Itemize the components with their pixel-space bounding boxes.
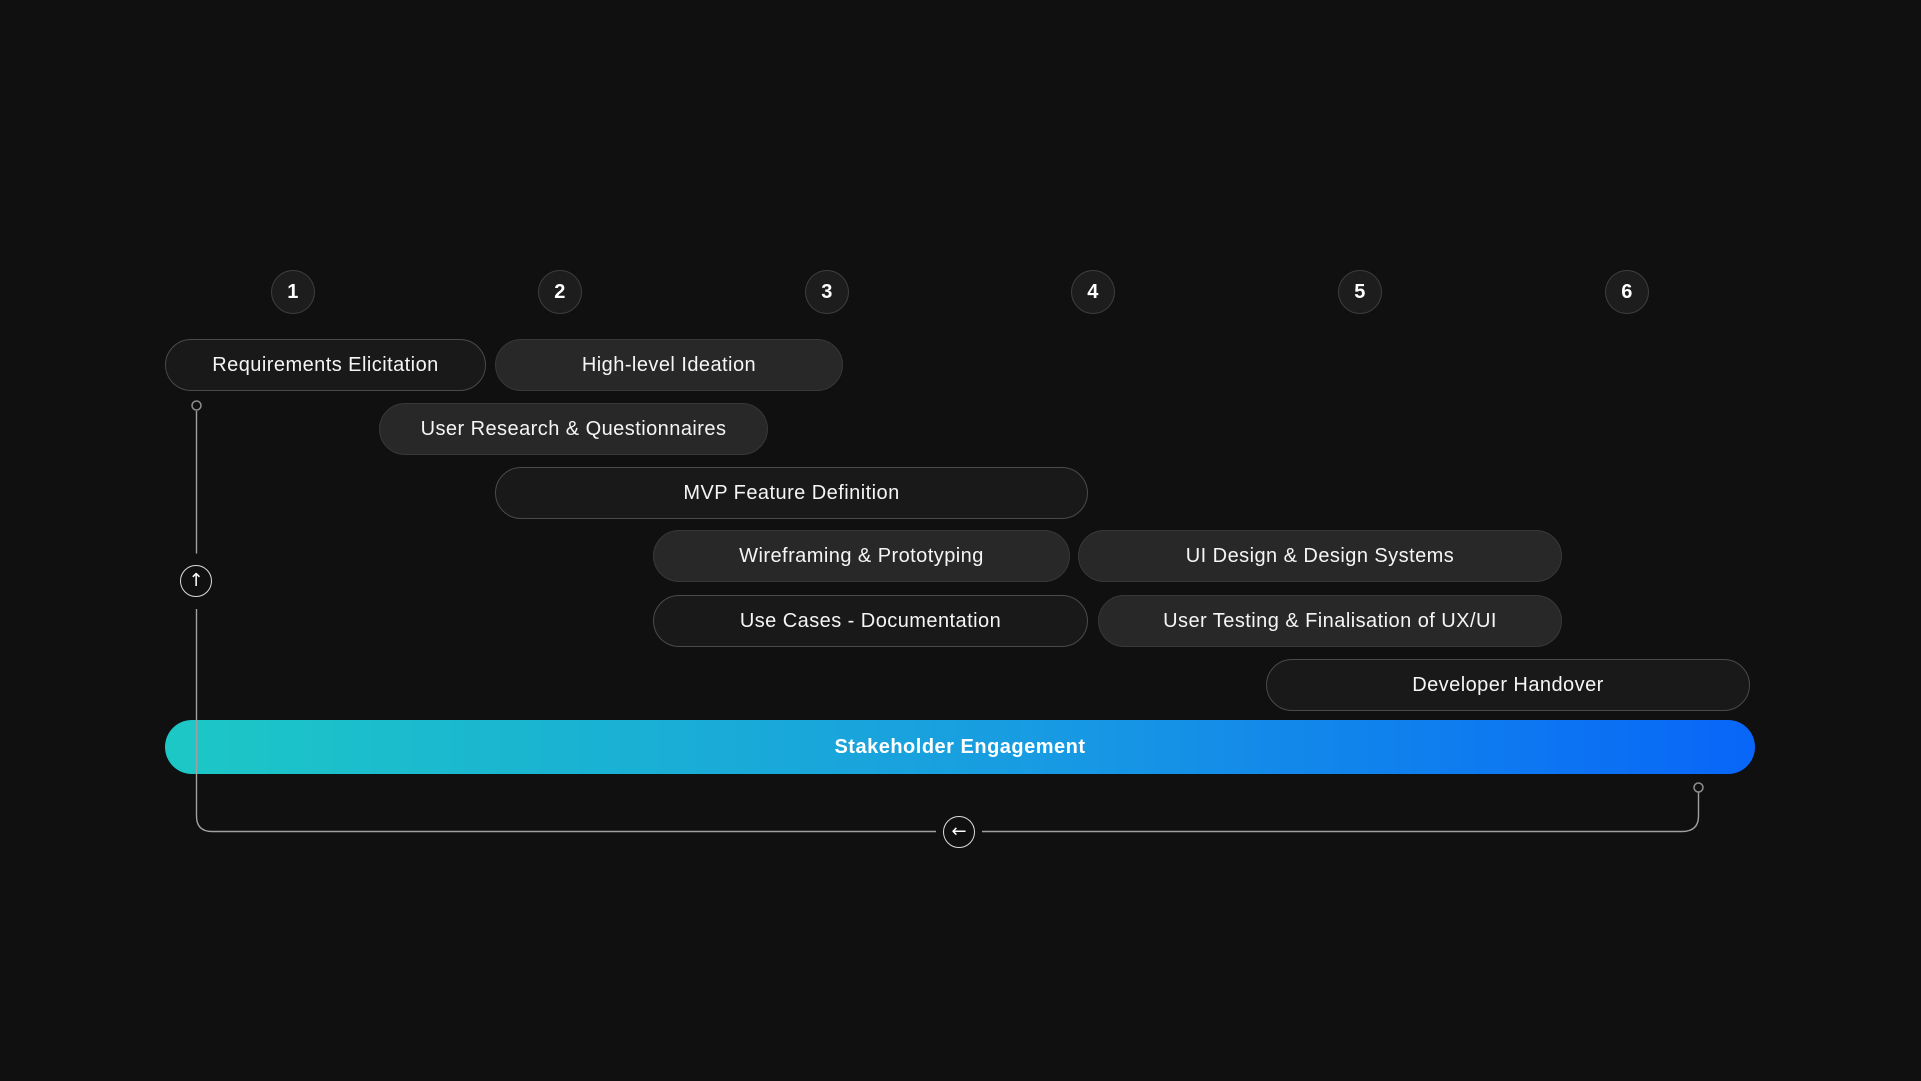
- phase-circle-6: 6: [1605, 270, 1649, 314]
- task-pill-developer-handover: Developer Handover: [1266, 659, 1750, 711]
- phase-circle-5: 5: [1338, 270, 1382, 314]
- task-pill-user-testing-finalisation: User Testing & Finalisation of UX/UI: [1098, 595, 1562, 647]
- connector-end-dot: [1693, 782, 1704, 793]
- task-pill-use-cases-documentation: Use Cases - Documentation: [653, 595, 1088, 647]
- stakeholder-engagement-bar: Stakeholder Engagement: [165, 720, 1755, 774]
- left-arrow-marker: ←: [943, 816, 975, 848]
- up-arrow-icon: ↑: [188, 570, 204, 591]
- phase-circle-3: 3: [805, 270, 849, 314]
- connector-start-dot: [191, 400, 202, 411]
- task-pill-wireframing-prototyping: Wireframing & Prototyping: [653, 530, 1070, 582]
- phase-circle-2: 2: [538, 270, 582, 314]
- connector-segment-bottom-right: [982, 792, 1700, 833]
- task-pill-user-research-questionnaires: User Research & Questionnaires: [379, 403, 768, 455]
- phase-circle-4: 4: [1071, 270, 1115, 314]
- up-arrow-marker: ↑: [180, 565, 212, 597]
- task-pill-mvp-feature-definition: MVP Feature Definition: [495, 467, 1088, 519]
- task-pill-high-level-ideation: High-level Ideation: [495, 339, 843, 391]
- task-pill-ui-design-design-systems: UI Design & Design Systems: [1078, 530, 1562, 582]
- task-pill-requirements-elicitation: Requirements Elicitation: [165, 339, 486, 391]
- left-arrow-icon: ←: [951, 821, 967, 842]
- phase-circle-1: 1: [271, 270, 315, 314]
